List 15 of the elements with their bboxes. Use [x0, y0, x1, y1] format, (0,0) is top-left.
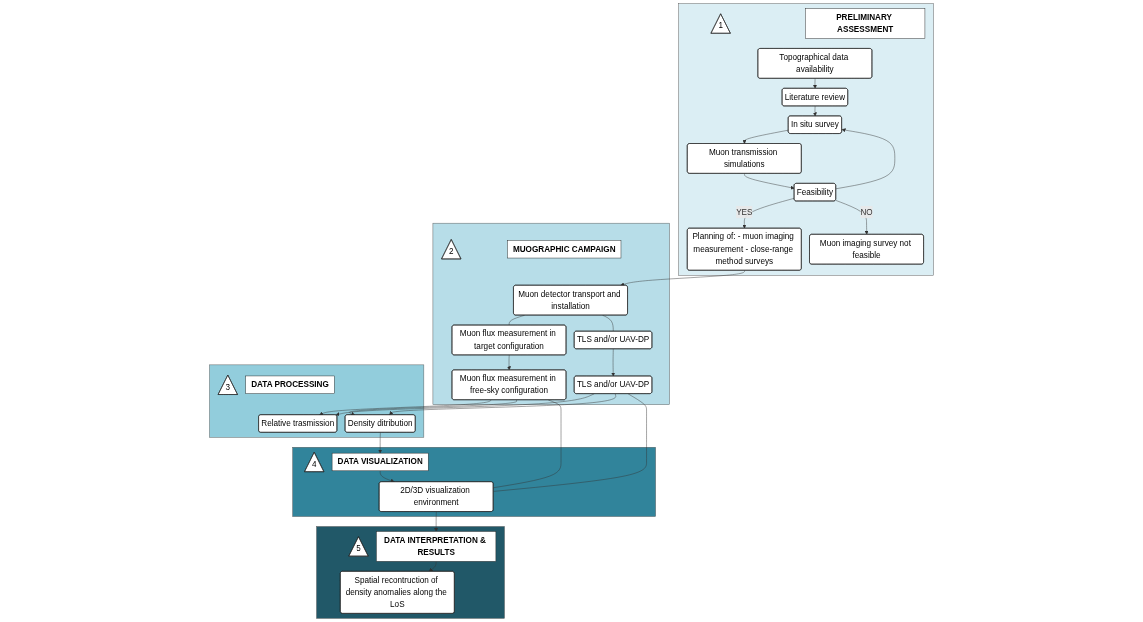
cluster [316, 526, 505, 619]
node-box: MUOGRAPHIC CAMPAIGN [507, 240, 622, 259]
node-box: DATA INTERPRETATION & RESULTS [376, 531, 497, 562]
cluster [292, 447, 656, 517]
connector [602, 315, 614, 332]
cluster [678, 3, 934, 276]
cluster [432, 222, 670, 405]
edge-label: YES [736, 207, 753, 217]
connector [493, 399, 562, 488]
edge-label: NO [860, 207, 873, 217]
connector [493, 393, 647, 492]
node-box: PRELIMINARY ASSESSMENT [805, 8, 926, 39]
node-box: DATA PROCESSING [245, 375, 335, 394]
node-box: DATA VISUALIZATION [331, 452, 429, 472]
cluster [209, 364, 425, 438]
